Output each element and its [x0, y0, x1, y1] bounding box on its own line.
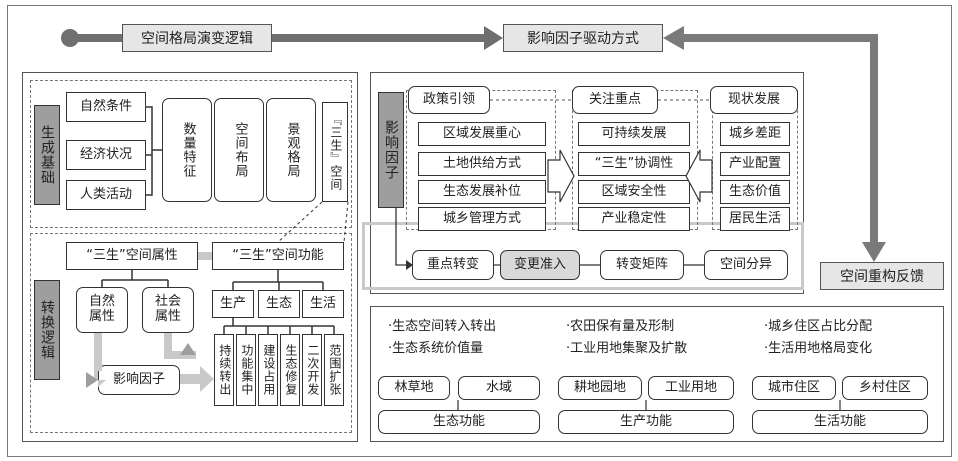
status-to-focus-arrow	[685, 149, 713, 203]
focus-item-1: “三生”协调性	[578, 152, 690, 176]
eco-bullets: ·生态空间转入转出 ·生态系统价值量	[388, 316, 496, 360]
mode-change-access: 变更准入	[500, 250, 580, 280]
life-type-urban: 城市住区	[752, 376, 836, 400]
feature-quantity: 数量特征	[162, 98, 212, 202]
function-title: “三生”空间功能	[212, 242, 344, 270]
status-item-2: 生态价值	[720, 180, 790, 204]
prod-type-industrial: 工业用地	[648, 376, 734, 400]
base-item-economy: 经济状况	[66, 140, 146, 170]
status-item-3: 居民生活	[720, 207, 790, 231]
focus-item-0: 可持续发展	[578, 122, 690, 146]
transform-type-redevelop: 二次开发	[302, 334, 322, 406]
transform-type-restore: 生态修复	[280, 334, 300, 406]
three-life-space-bottom: 空间	[328, 165, 343, 191]
right-top-panel	[370, 72, 804, 294]
natural-attr: 自然属性	[76, 287, 128, 333]
feedback-vertical-line	[870, 34, 878, 244]
base-item-human: 人类活动	[66, 180, 146, 210]
eco-bullet-0: ·生态空间转入转出	[388, 319, 497, 334]
eco-function: 生态功能	[378, 410, 540, 434]
left-panel	[22, 72, 358, 442]
three-life-space: 『三生』 空间	[322, 102, 348, 202]
feature-landscape: 景观格局	[266, 98, 316, 202]
factor-title: 影响因子	[378, 92, 404, 208]
function-tree	[223, 270, 335, 334]
feature-layout: 空间布局	[214, 98, 264, 202]
life-bullet-1: ·生活用地格局变化	[764, 341, 873, 356]
transform-type-expand: 范围扩张	[324, 334, 344, 406]
natural-attr-text: 自然属性	[88, 294, 115, 324]
mode-transfer-matrix: 转变矩阵	[600, 250, 684, 280]
into-influence-arrow	[86, 372, 98, 388]
logic-arrowhead	[484, 26, 503, 50]
focus-item-3: 产业稳定性	[578, 207, 690, 231]
prod-bullet-0: ·农田保有量及形制	[566, 319, 675, 334]
social-attr-text: 社会属性	[154, 294, 181, 324]
space-leader	[277, 201, 349, 243]
focus-title: 关注重点	[572, 86, 658, 114]
life-type-rural: 乡村住区	[842, 376, 928, 400]
focus-item-2: 区域安全性	[578, 180, 690, 204]
policy-item-2: 生态发展补位	[418, 180, 546, 204]
mode-spatial-diff: 空间分异	[704, 250, 788, 280]
bottom-links	[457, 400, 841, 410]
life-function: 生活功能	[752, 410, 928, 434]
eco-bullet-1: ·生态系统价值量	[388, 341, 484, 356]
logic-line-a	[70, 34, 122, 42]
life-bullet-0: ·城乡住区占比分配	[764, 319, 873, 334]
transform-type-concentrate: 功能集中	[236, 334, 256, 406]
prod-bullet-1: ·工业用地集聚及扩散	[566, 341, 688, 356]
life-bullets: ·城乡住区占比分配 ·生活用地格局变化	[764, 316, 872, 360]
status-item-0: 城乡差距	[720, 122, 790, 146]
attr-func-link	[198, 252, 212, 260]
factor-leader	[395, 208, 408, 266]
base-item-natural: 自然条件	[66, 92, 146, 122]
right-bottom-panel	[370, 306, 944, 442]
social-attr: 社会属性	[142, 287, 194, 333]
feedback-top-line	[683, 34, 878, 42]
policy-to-focus-arrow	[547, 149, 575, 203]
prod-bullets: ·农田保有量及形制 ·工业用地集聚及扩散	[566, 316, 687, 360]
policy-item-3: 城乡管理方式	[418, 207, 546, 231]
attribute-tree	[101, 270, 169, 287]
policy-item-1: 土地供给方式	[418, 152, 546, 176]
policy-title: 政策引领	[408, 86, 490, 114]
function-production: 生产	[212, 290, 254, 318]
outer-frame	[7, 5, 952, 457]
function-ecology: 生态	[258, 290, 300, 318]
transform-type-out: 持续转出	[214, 334, 234, 406]
up-to-function-arrow	[180, 343, 196, 355]
eco-type-water: 水域	[458, 376, 540, 400]
logic-label: 空间格局演变逻辑	[122, 24, 272, 52]
transform-dashed-frame	[30, 233, 352, 433]
base-dashed-frame	[30, 80, 352, 228]
policy-item-0: 区域发展重心	[418, 122, 546, 146]
influence-arrows	[94, 333, 214, 392]
transform-type-build: 建设占用	[258, 334, 278, 406]
feedback-arrowhead-left	[663, 26, 684, 50]
base-bracket	[146, 106, 162, 196]
status-title: 现状发展	[710, 86, 798, 114]
attribute-title: “三生”空间属性	[66, 242, 198, 270]
influence-factor: 影响因子	[98, 365, 180, 395]
eco-type-forest: 林草地	[378, 376, 450, 400]
logic-line-b	[272, 34, 486, 42]
status-item-1: 产业配置	[720, 152, 790, 176]
feedback-label: 空间重构反馈	[820, 262, 944, 290]
prod-type-farmland: 耕地园地	[558, 376, 642, 400]
base-title: 生成基础	[34, 105, 60, 205]
three-life-space-top: 『三生』	[328, 113, 343, 165]
driver-label: 影响因子驱动方式	[503, 24, 663, 52]
factor-leader-head	[406, 260, 413, 270]
prod-function: 生产功能	[558, 410, 734, 434]
function-living: 生活	[302, 290, 344, 318]
feedback-arrowhead-down	[862, 242, 886, 262]
transform-title: 转换逻辑	[34, 280, 60, 380]
mode-key-shift: 重点转变	[412, 250, 494, 280]
